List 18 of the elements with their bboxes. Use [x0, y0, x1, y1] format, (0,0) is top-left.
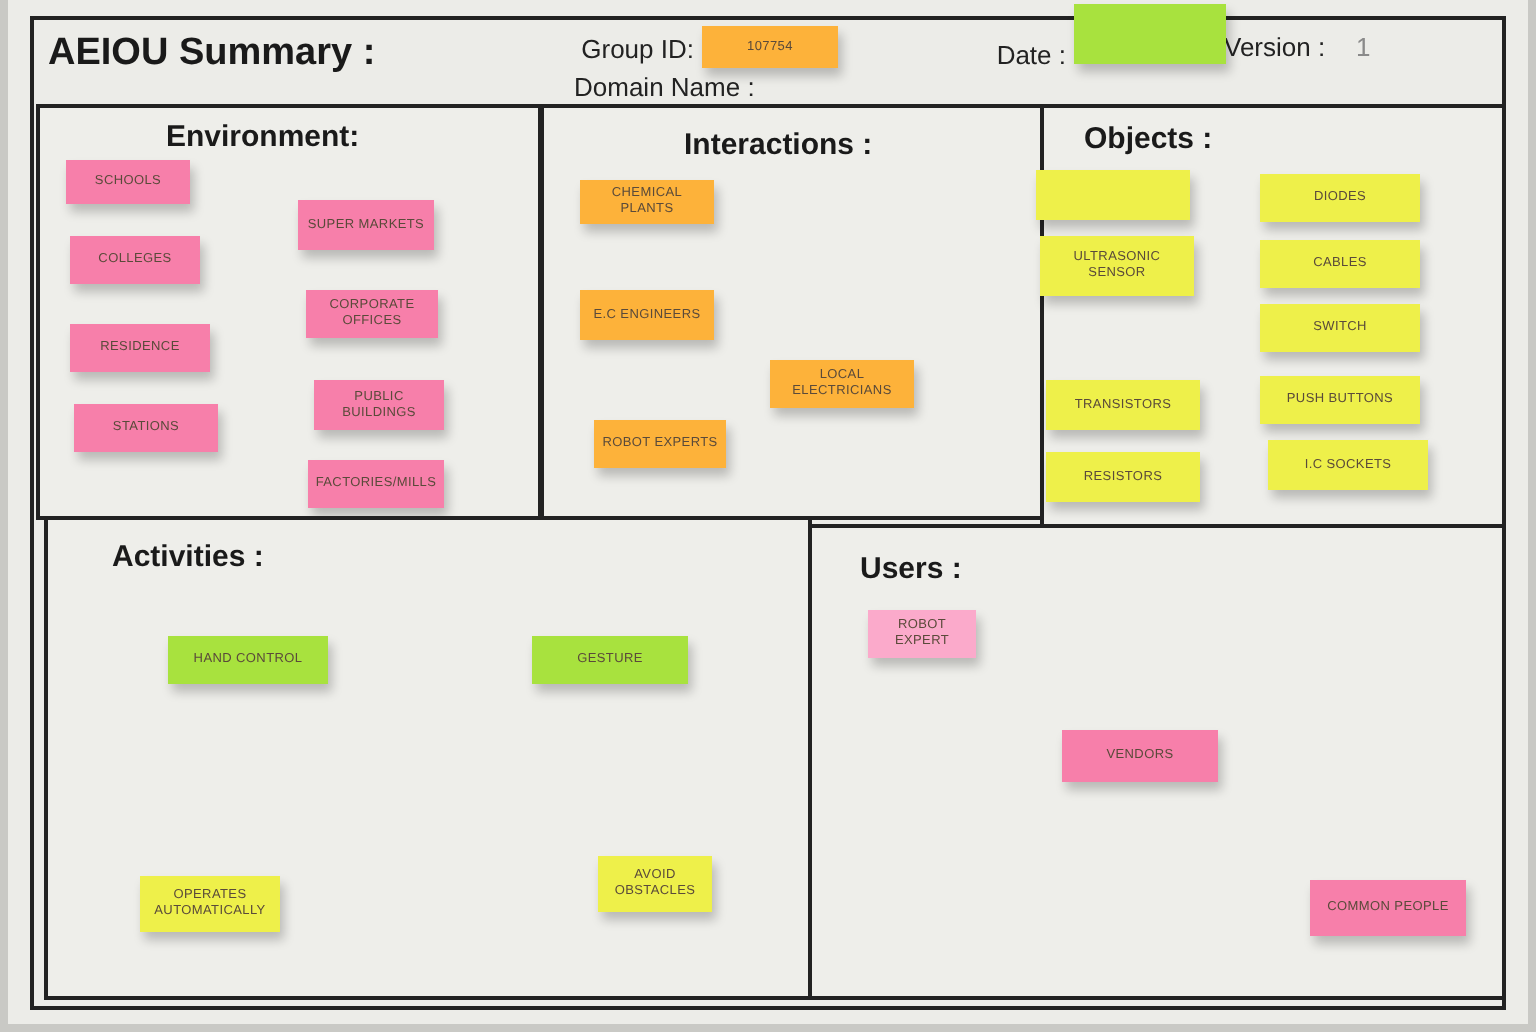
field-label: Domain Name :: [574, 72, 755, 102]
section-heading: Interactions :: [684, 128, 873, 162]
sticky-note: [1036, 170, 1190, 220]
section-heading: Activities :: [112, 540, 264, 574]
section-heading: Objects :: [1084, 122, 1213, 156]
section-heading: Environment:: [166, 120, 360, 154]
field-label: Group ID:: [581, 34, 694, 64]
sticky-note: [1074, 4, 1226, 64]
field-label: Version :: [1224, 32, 1326, 62]
section-panel: [1040, 104, 1506, 528]
field-label: 1: [1356, 32, 1371, 62]
section-panel: [540, 104, 1044, 520]
form-title: AEIOU Summary :: [48, 32, 376, 76]
section-heading: Users :: [860, 552, 962, 586]
section-panel: [36, 104, 542, 520]
section-panel: [44, 516, 812, 1000]
section-panel: [808, 524, 1506, 1000]
field-label: Date :: [996, 40, 1066, 70]
